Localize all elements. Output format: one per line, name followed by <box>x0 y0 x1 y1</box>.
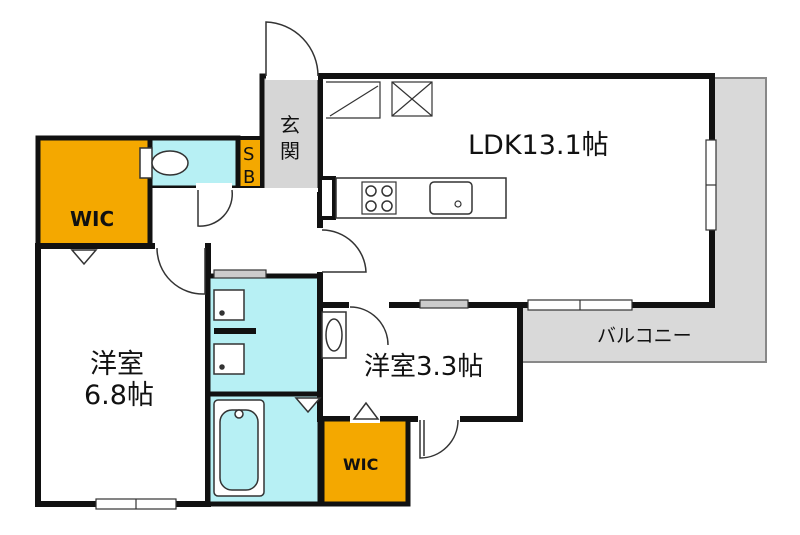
storage-box-icon <box>213 343 245 375</box>
floor-outline <box>35 73 715 507</box>
toilet-icon <box>139 147 189 179</box>
western-small-room <box>317 302 523 422</box>
ldk-storage <box>326 81 433 119</box>
wic-large-label: WIC <box>70 207 114 231</box>
shoebox <box>236 136 264 190</box>
wic-small-room <box>319 416 411 507</box>
sink-icon <box>429 181 473 215</box>
western-large-label: 洋室 <box>90 349 144 380</box>
stove-burner-icon <box>381 200 393 212</box>
wic-small-label: WIC <box>343 455 378 474</box>
western-large-size: 6.8帖 <box>84 380 154 411</box>
shoebox-label-1: S <box>243 144 254 165</box>
shoebox-label-2: B <box>243 167 255 188</box>
stove-burner-icon <box>365 185 377 197</box>
ldk-label: LDK13.1帖 <box>468 130 609 161</box>
windows <box>95 139 717 510</box>
fridge-space <box>318 176 336 220</box>
entrance-label-2: 関 <box>280 139 300 163</box>
stove-burner-icon <box>381 185 393 197</box>
stove-burner-icon <box>365 200 377 212</box>
room-labels: LDK13.1帖 洋室 6.8帖 洋室3.3帖 WIC WIC 玄 関 S B … <box>70 113 692 474</box>
entrance-area <box>259 73 323 195</box>
door-swings <box>156 21 459 459</box>
entrance-label-1: 玄 <box>280 113 300 137</box>
storage-box-icon <box>213 289 245 321</box>
bathtub-icon <box>213 399 265 497</box>
kitchen-counter <box>335 177 507 219</box>
balcony-label: バルコニー <box>597 325 692 347</box>
door-markers <box>70 249 380 420</box>
western-small-label: 洋室3.3帖 <box>364 352 483 382</box>
washroom-fixtures <box>213 289 347 375</box>
